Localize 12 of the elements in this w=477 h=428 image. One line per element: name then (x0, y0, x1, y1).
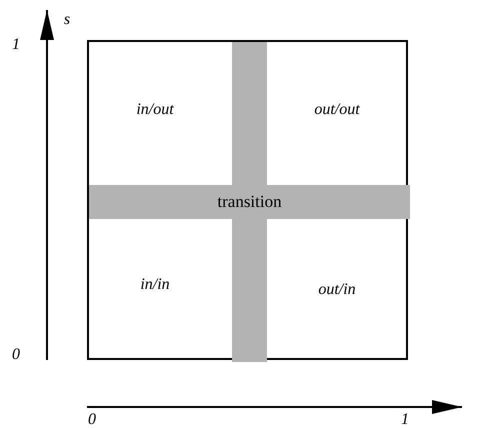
region-label: in/out (136, 101, 174, 119)
tick-label: 1 (401, 411, 409, 428)
band-label: transition (217, 192, 282, 212)
tick-label: 0 (12, 346, 20, 364)
region-label: in/in (140, 276, 170, 294)
region-label: out/in (318, 281, 356, 299)
region-label: out/out (314, 101, 360, 119)
square-region (87, 40, 408, 360)
axis-label: s (64, 11, 70, 29)
tick-label: 0 (88, 411, 96, 428)
horizontal-band (89, 185, 410, 219)
tick-label: 1 (12, 36, 20, 54)
